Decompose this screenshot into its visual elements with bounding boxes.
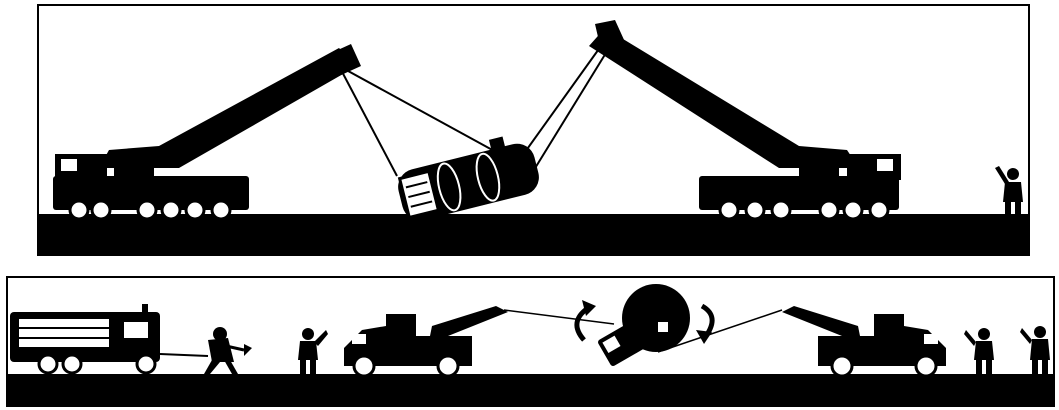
worker <box>964 328 994 374</box>
bottom-scene-drawing <box>8 278 1055 407</box>
worker <box>1020 326 1050 374</box>
left-tow-truck <box>344 306 508 376</box>
tilted-tanker <box>392 130 543 224</box>
top-scene-panel <box>37 4 1030 256</box>
fire-truck <box>10 304 208 373</box>
worker <box>298 328 328 374</box>
ground <box>8 374 1055 407</box>
bottom-scene-panel <box>6 276 1055 407</box>
top-scene-drawing <box>39 6 1030 256</box>
overturned-tanker <box>597 284 690 367</box>
firefighter <box>204 327 252 374</box>
left-crane-truck <box>53 44 361 219</box>
right-crane-truck <box>589 20 901 219</box>
ground <box>39 214 1030 256</box>
signal-worker <box>995 166 1023 214</box>
right-tow-truck <box>782 306 946 376</box>
